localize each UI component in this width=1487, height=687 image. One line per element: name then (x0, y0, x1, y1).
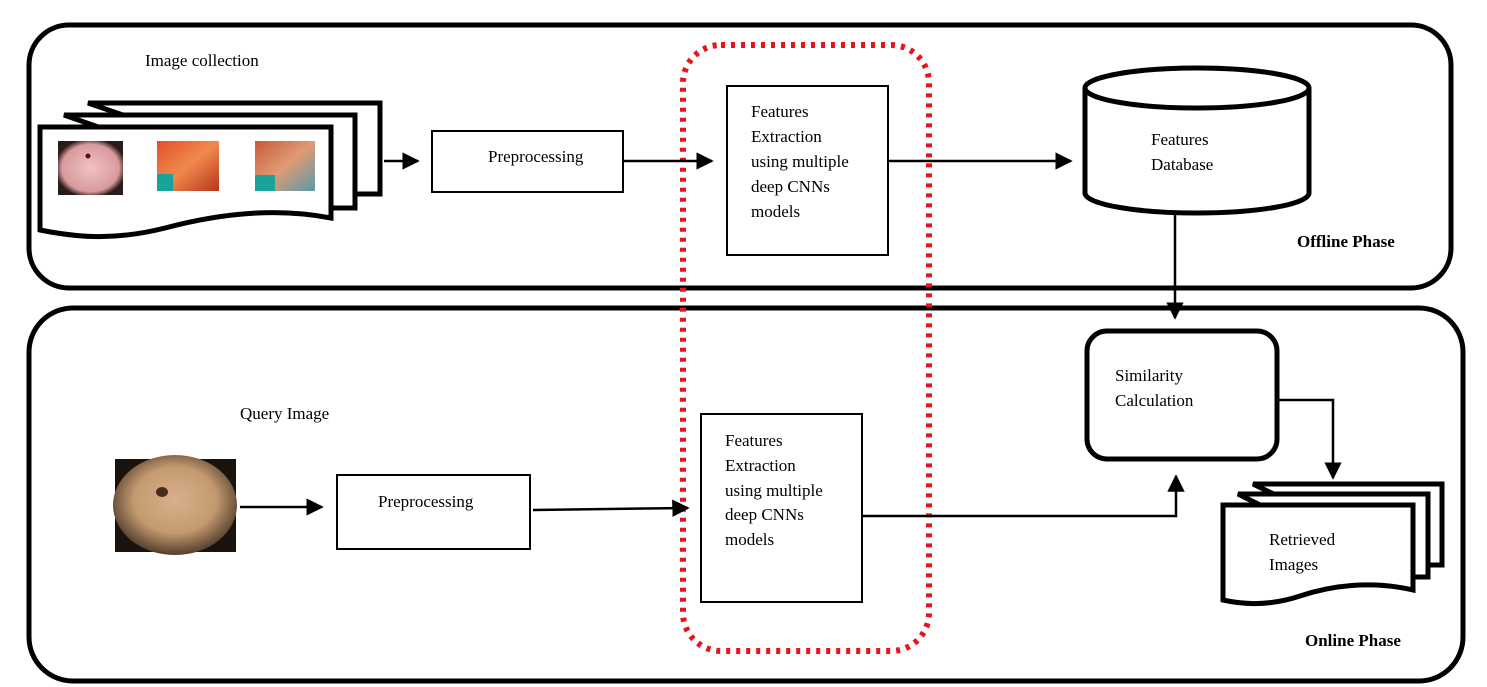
online-extraction-line-4: deep CNNs (725, 505, 804, 524)
online-preprocessing-box (336, 474, 531, 550)
features-database-label: Features Database (1151, 130, 1213, 174)
offline-phase-container (26, 22, 1454, 291)
online-features-extraction-box (700, 413, 863, 603)
offline-extraction-line-5: models (751, 202, 800, 221)
online-extraction-line-3: using multiple (725, 481, 823, 500)
online-phase-container (26, 305, 1466, 684)
arrow-similarity-to-retrieved (1277, 398, 1342, 480)
image-collection-stack-icon (37, 100, 383, 240)
database-line-1: Features (1151, 130, 1209, 149)
similarity-line-2: Calculation (1115, 391, 1194, 410)
features-database-cylinder (1082, 65, 1312, 216)
retrieved-line-2: Images (1269, 555, 1318, 574)
retrieved-images-stack-icon (1220, 481, 1445, 607)
offline-features-extraction-box (726, 85, 889, 256)
query-image-thumbnail (113, 455, 237, 555)
offline-phase-label: Offline Phase (1297, 232, 1395, 251)
offline-features-extraction-label: Features Extraction using multiple deep … (751, 102, 853, 221)
arrow-extraction-to-similarity (862, 474, 1185, 518)
online-extraction-line-5: models (725, 530, 774, 549)
offline-preprocessing-label: Preprocessing (488, 147, 584, 166)
online-extraction-line-2: Extraction (725, 456, 796, 475)
query-image-label: Query Image (240, 404, 329, 423)
offline-extraction-line-3: using multiple (751, 152, 849, 171)
online-extraction-line-1: Features (725, 431, 783, 450)
similarity-calculation-box (1084, 328, 1280, 462)
offline-extraction-line-1: Features (751, 102, 809, 121)
online-features-extraction-label: Features Extraction using multiple deep … (725, 431, 827, 549)
offline-extraction-line-4: deep CNNs (751, 177, 830, 196)
retrieved-line-1: Retrieved (1269, 530, 1336, 549)
similarity-calculation-label: Similarity Calculation (1115, 366, 1194, 410)
feature-extraction-highlight (680, 42, 932, 654)
retrieved-images-label: Retrieved Images (1269, 530, 1339, 574)
collection-thumbnail-pink (58, 141, 123, 195)
image-collection-label: Image collection (145, 51, 259, 70)
online-preprocessing-label: Preprocessing (378, 492, 474, 511)
offline-extraction-line-2: Extraction (751, 127, 822, 146)
similarity-line-1: Similarity (1115, 366, 1184, 385)
database-line-2: Database (1151, 155, 1213, 174)
arrow-preprocessing-to-extraction-online (532, 499, 690, 517)
online-phase-label: Online Phase (1305, 631, 1401, 650)
